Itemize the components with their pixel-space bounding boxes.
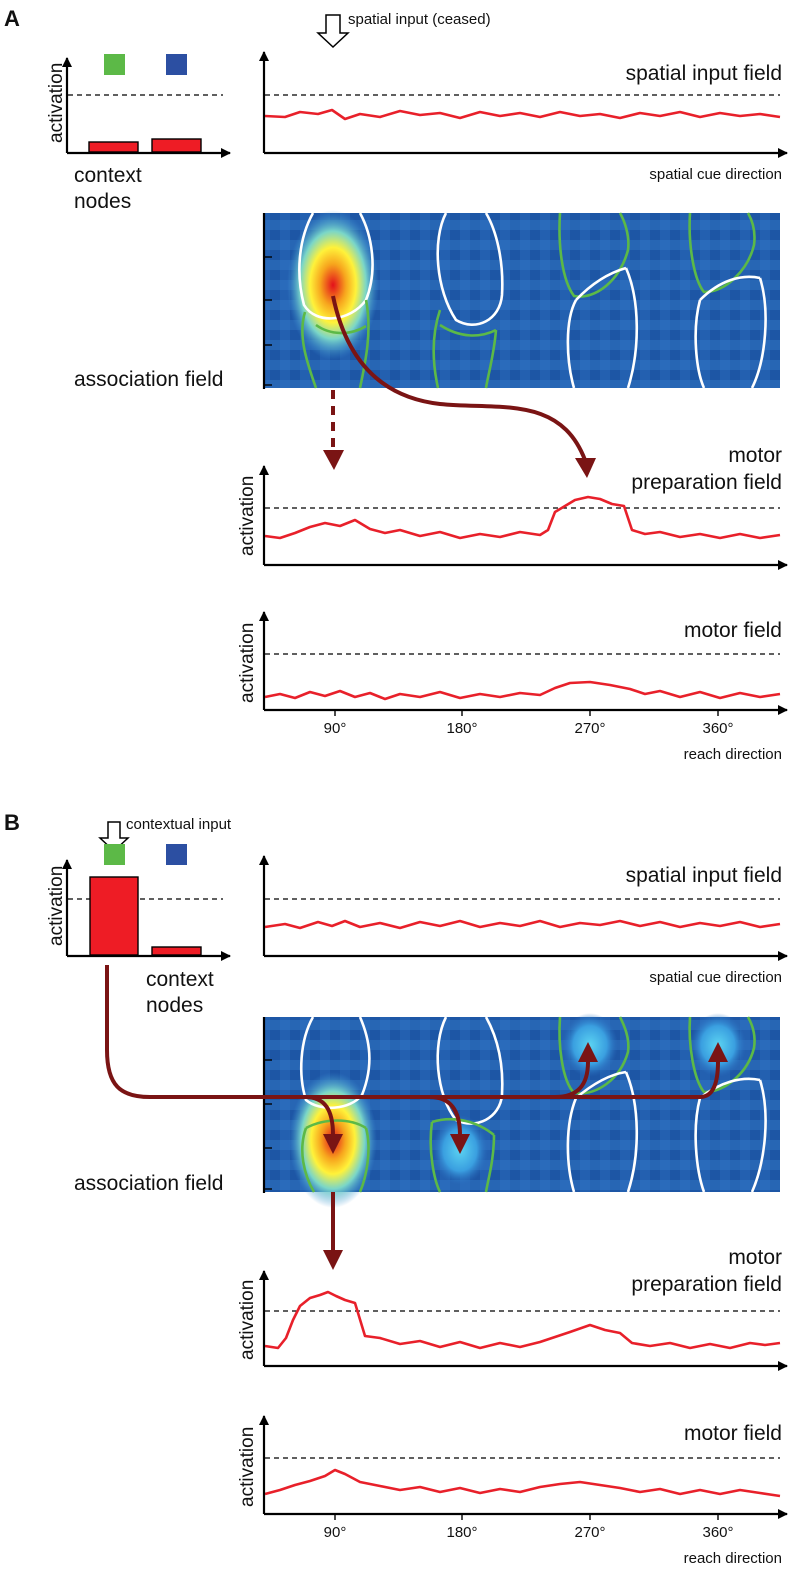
contour-white (566, 1070, 639, 1193)
contour-green (558, 212, 630, 298)
x-tick-label: 90° (324, 1524, 347, 1541)
flow-arrowhead (450, 1134, 470, 1154)
contour-green (429, 1118, 496, 1193)
contour-white (299, 1016, 371, 1110)
x-tick-label: 180° (446, 720, 477, 737)
activation-trace (264, 495, 781, 540)
x-tick-label: 360° (702, 720, 733, 737)
x-tick-label: 180° (446, 1524, 477, 1541)
flow-arrow (304, 1095, 335, 1136)
activation-trace (264, 680, 781, 701)
association-field: association field (74, 210, 780, 391)
flow-arrowhead (708, 1042, 728, 1062)
context-bar-blue (151, 138, 202, 153)
spatial-input-plot: spatial input field spatial cue directio… (259, 855, 788, 986)
x-tick-label: 270° (574, 720, 605, 737)
activation-trace (264, 1290, 781, 1350)
flow-arrowhead (578, 1042, 598, 1062)
activation-bump (562, 1013, 618, 1077)
motor-prep-plot: activation motor preparation field (237, 1246, 788, 1371)
activation-trace (264, 919, 781, 930)
blue-node-swatch (166, 844, 187, 865)
context-nodes-plot: activation context nodes (46, 844, 231, 1017)
down-arrow-icon (316, 14, 350, 49)
flow-arrow (554, 1061, 590, 1099)
contour-white (566, 266, 639, 389)
context-bar-blue (151, 946, 202, 956)
field-title-1: motor (728, 1246, 782, 1269)
contour-white (694, 275, 767, 389)
contour-white (436, 212, 504, 326)
field-title-1: motor (728, 444, 782, 467)
activation-peak (287, 210, 379, 360)
panel-a: A spatial input (ceased) activation cont… (4, 6, 788, 763)
field-title-2: preparation field (631, 471, 782, 494)
contour-white (298, 212, 374, 320)
field-title: spatial input field (626, 62, 782, 85)
flow-arrowhead (323, 450, 344, 470)
y-axis-label: activation (237, 476, 258, 556)
y-axis-label: activation (46, 866, 67, 946)
activation-trace (264, 108, 781, 121)
association-field: association field (74, 1013, 780, 1208)
input-label: spatial input (ceased) (348, 11, 491, 28)
y-axis-label: activation (237, 1427, 258, 1507)
x-axis-label: spatial cue direction (649, 969, 782, 986)
context-label-1: context (74, 164, 142, 187)
activation-trace (264, 1468, 781, 1498)
x-axis-label: spatial cue direction (649, 166, 782, 183)
context-nodes-plot: activation context nodes (46, 54, 231, 213)
field-title-2: preparation field (631, 1273, 782, 1296)
flow-arrowhead (323, 1250, 343, 1270)
flow-arrow (105, 965, 720, 1099)
context-bar-green (88, 141, 139, 153)
field-title: motor field (684, 1422, 782, 1445)
association-label: association field (74, 1172, 223, 1195)
contour-green (300, 1119, 370, 1193)
spatial-input-plot: spatial input field spatial cue directio… (259, 51, 788, 183)
blue-node-swatch (166, 54, 187, 75)
x-tick-label: 90° (324, 720, 347, 737)
green-node-swatch (104, 54, 125, 75)
context-bar-green (89, 876, 139, 956)
input-label: contextual input (126, 816, 232, 833)
panel-letter: B (4, 810, 20, 835)
field-title: motor field (684, 619, 782, 642)
flow-arrowhead (323, 1134, 343, 1154)
x-axis-label: reach direction (684, 1550, 782, 1567)
y-axis-label: activation (237, 1280, 258, 1360)
contour-green (432, 309, 498, 389)
contour-green (688, 212, 756, 294)
context-label-1: context (146, 968, 214, 991)
context-label-2: nodes (146, 994, 203, 1017)
green-node-swatch (104, 844, 125, 865)
panel-b: B contextual input activation context no… (4, 810, 788, 1567)
motor-plot: activation motor field 90° 180° 270° 360… (237, 611, 788, 763)
y-axis-label: activation (237, 623, 258, 703)
x-tick-label: 360° (702, 1524, 733, 1541)
field-title: spatial input field (626, 864, 782, 887)
context-label-2: nodes (74, 190, 131, 213)
motor-plot: activation motor field 90° 180° 270° 360… (237, 1415, 788, 1567)
flow-arrow (331, 295, 587, 461)
contour-green (558, 1016, 630, 1095)
flow-arrowhead (575, 458, 596, 478)
flow-arrow (429, 1095, 462, 1136)
motor-prep-plot: activation motor preparation field (237, 444, 788, 570)
x-tick-label: 270° (574, 1524, 605, 1541)
contour-green (301, 299, 370, 389)
x-axis-label: reach direction (684, 746, 782, 763)
y-axis-label: activation (46, 63, 67, 143)
association-label: association field (74, 368, 223, 391)
panel-letter: A (4, 6, 20, 31)
contour-white (436, 1016, 504, 1125)
